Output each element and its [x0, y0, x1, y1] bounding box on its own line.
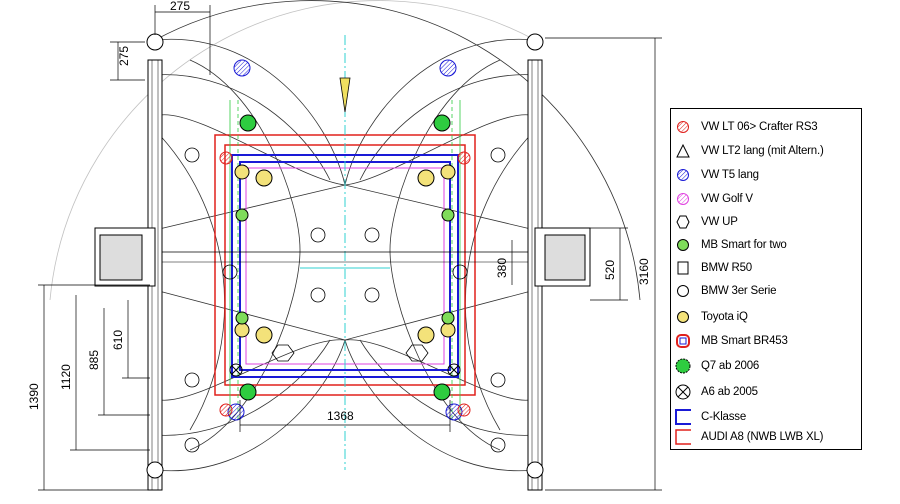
- dim-left-275: 275: [117, 46, 131, 66]
- circle-green-dashed-icon: [675, 358, 691, 374]
- dim-3160: 3160: [637, 258, 651, 285]
- legend-item: MB Smart for two: [675, 235, 787, 255]
- rounded-square-red-icon: [675, 333, 691, 349]
- dim-610: 610: [111, 330, 125, 350]
- dim-1120: 1120: [59, 364, 73, 390]
- dim-380: 380: [495, 258, 509, 278]
- legend-label: Q7 ab 2006: [701, 360, 760, 372]
- legend-item: AUDI A8 (NWB LWB XL): [675, 427, 824, 447]
- square-icon: [675, 260, 691, 276]
- dim-1368: 1368: [327, 409, 354, 423]
- circle-hatched-red-icon: [675, 119, 691, 135]
- legend: VW LT 06> Crafter RS3 VW LT2 lang (mit A…: [670, 108, 862, 450]
- legend-label: MB Smart BR453: [701, 335, 788, 347]
- legend-item: Q7 ab 2006: [675, 356, 759, 376]
- legend-label: AUDI A8 (NWB LWB XL): [701, 431, 824, 443]
- hexagon-icon: [675, 214, 691, 230]
- direction-arrow: [339, 77, 351, 113]
- right-column: [526, 33, 591, 491]
- legend-label: BMW 3er Serie: [701, 285, 777, 297]
- legend-label: A6 ab 2005: [701, 386, 758, 398]
- dim-885: 885: [87, 350, 101, 370]
- circle-hatched-magenta-icon: [675, 191, 691, 207]
- circle-outline-icon: [675, 283, 691, 299]
- square-blue-icon: [675, 409, 691, 425]
- legend-item: MB Smart BR453: [675, 331, 788, 351]
- legend-item: VW LT 06> Crafter RS3: [675, 117, 818, 137]
- circle-yellow-icon: [675, 309, 691, 325]
- legend-item: VW LT2 lang (mit Altern.): [675, 141, 824, 161]
- square-red-icon: [675, 429, 691, 445]
- dimension-lines: [38, 5, 662, 491]
- legend-item: VW T5 lang: [675, 165, 759, 185]
- circle-green-icon: [675, 237, 691, 253]
- center-axis: [120, 35, 560, 470]
- dim-top-275: 275: [170, 0, 190, 13]
- circle-cross-icon: [675, 384, 691, 400]
- left-column: [94, 33, 164, 491]
- legend-label: VW T5 lang: [701, 169, 759, 181]
- legend-label: VW Golf V: [701, 193, 753, 205]
- legend-label: VW LT2 lang (mit Altern.): [701, 145, 824, 157]
- dim-1390: 1390: [27, 383, 41, 410]
- legend-label: C-Klasse: [701, 411, 747, 423]
- legend-label: MB Smart for two: [701, 239, 787, 251]
- legend-item: BMW 3er Serie: [675, 281, 777, 301]
- legend-label: Toyota iQ: [701, 311, 748, 323]
- legend-label: BMW R50: [701, 262, 752, 274]
- circle-hatched-blue-icon: [675, 167, 691, 183]
- legend-label: VW LT 06> Crafter RS3: [701, 121, 818, 133]
- dim-520: 520: [603, 260, 617, 280]
- legend-item: Toyota iQ: [675, 307, 748, 327]
- triangle-icon: [675, 143, 691, 159]
- legend-label: VW UP: [701, 216, 738, 228]
- legend-item: VW Golf V: [675, 189, 753, 209]
- bmw-3er-points: [184, 147, 506, 453]
- legend-item: C-Klasse: [675, 407, 746, 427]
- legend-item: VW UP: [675, 212, 738, 232]
- legend-item: BMW R50: [675, 258, 752, 278]
- legend-item: A6 ab 2005: [675, 382, 758, 402]
